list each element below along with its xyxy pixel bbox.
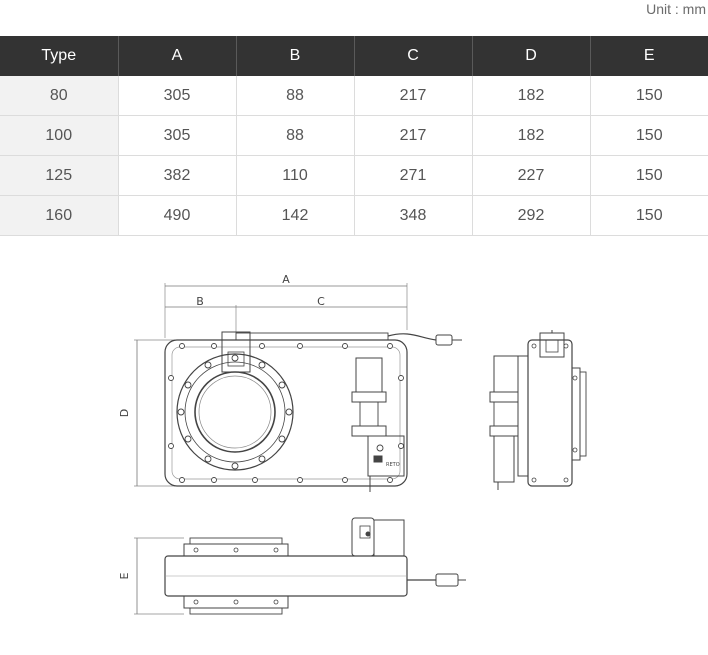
table-row: 125 382 110 271 227 150 (0, 155, 708, 196)
cell-a: 305 (117, 76, 236, 116)
unit-label: Unit : mm (646, 1, 706, 17)
dim-label-d: D (118, 409, 131, 417)
dim-label-c: C (317, 295, 325, 308)
header-c: C (353, 36, 472, 76)
cell-d: 227 (471, 155, 590, 196)
header-e: E (589, 36, 708, 76)
valve-stamp: RETO (386, 462, 400, 468)
cell-c: 217 (353, 115, 472, 156)
cell-e: 150 (589, 155, 708, 196)
dimension-table: Type A B C D E 80 305 88 217 182 150 100… (0, 36, 708, 236)
technical-drawing: A B C D (0, 255, 708, 650)
dim-label-b: B (196, 295, 204, 308)
cell-a: 490 (117, 195, 236, 236)
cell-type: 80 (0, 76, 118, 116)
cell-b: 88 (235, 76, 354, 116)
table-row: 80 305 88 217 182 150 (0, 76, 708, 116)
cell-c: 348 (353, 195, 472, 236)
cell-b: 110 (235, 155, 354, 196)
header-b: B (235, 36, 354, 76)
cell-c: 217 (353, 76, 472, 116)
front-view: A B C D (118, 273, 462, 492)
cell-c: 271 (353, 155, 472, 196)
cell-e: 150 (589, 76, 708, 116)
cell-a: 305 (117, 115, 236, 156)
dim-label-a: A (282, 273, 290, 286)
cell-d: 292 (471, 195, 590, 236)
cell-b: 142 (235, 195, 354, 236)
cell-d: 182 (471, 115, 590, 156)
cell-d: 182 (471, 76, 590, 116)
header-type: Type (0, 36, 118, 76)
header-d: D (471, 36, 590, 76)
header-a: A (117, 36, 236, 76)
cell-e: 150 (589, 115, 708, 156)
side-view (489, 330, 587, 490)
table-row: 160 490 142 348 292 150 (0, 195, 708, 236)
table-header-row: Type A B C D E (0, 36, 708, 76)
cell-type: 125 (0, 155, 118, 196)
cell-e: 150 (589, 195, 708, 236)
cell-type: 100 (0, 115, 118, 156)
flange-bolt-holes (177, 354, 293, 470)
cell-a: 382 (117, 155, 236, 196)
cell-b: 88 (235, 115, 354, 156)
cell-type: 160 (0, 195, 118, 236)
perimeter-bolts (168, 343, 404, 483)
table-row: 100 305 88 217 182 150 (0, 115, 708, 156)
dim-label-e: E (118, 572, 131, 579)
top-view: E (118, 517, 466, 615)
